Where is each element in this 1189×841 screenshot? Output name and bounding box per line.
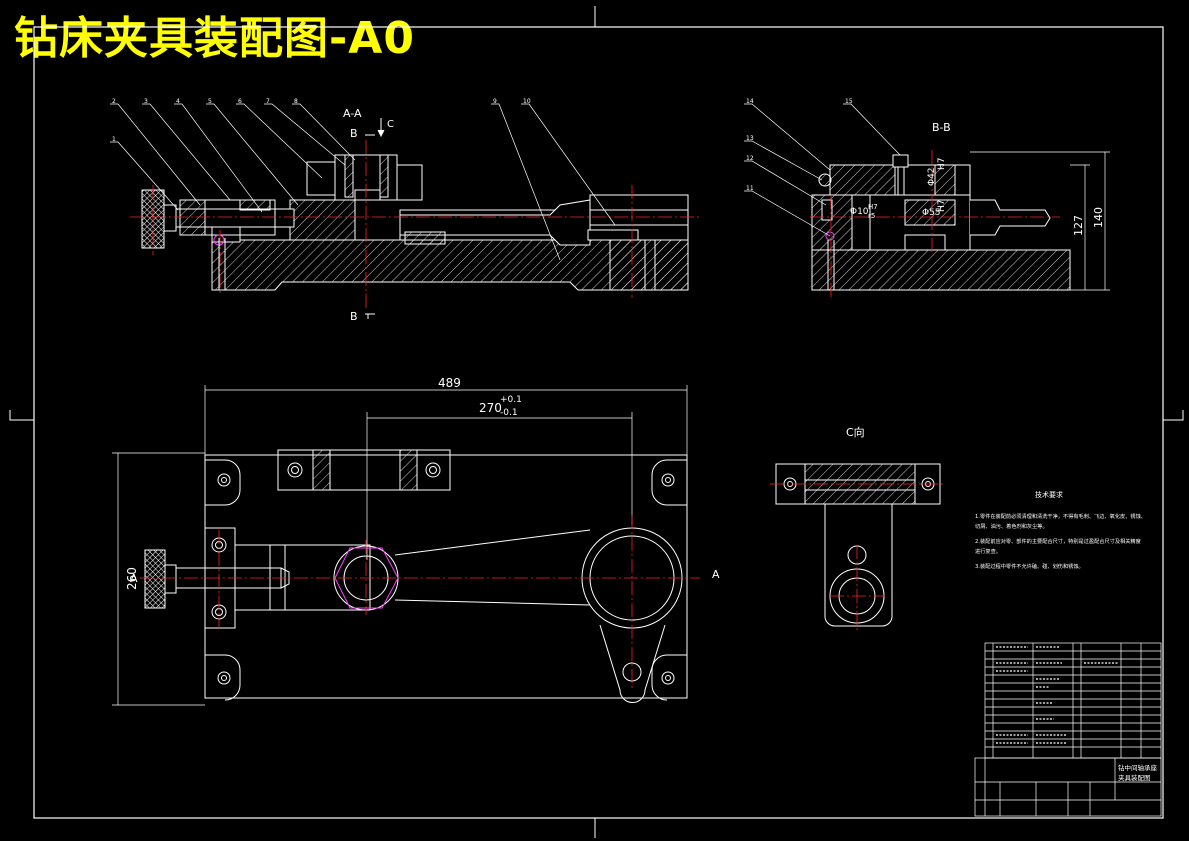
dim-270-lower: -0.1 bbox=[500, 408, 518, 418]
fit-d42-h7: H7 bbox=[937, 158, 947, 171]
cut-a-left-label: A bbox=[130, 572, 138, 585]
balloon-9: 9 bbox=[493, 98, 497, 105]
dim-270-upper: +0.1 bbox=[500, 395, 522, 405]
fit-d55-h7: H7 bbox=[937, 200, 947, 213]
knurled-knob-plan bbox=[144, 549, 166, 609]
balloon-8: 8 bbox=[294, 98, 298, 105]
balloon-12: 12 bbox=[746, 155, 754, 162]
fit-d10-h7: H7 bbox=[868, 203, 878, 211]
cut-a-right-label: A bbox=[712, 568, 720, 581]
notes-heading: 技术要求 bbox=[1035, 490, 1063, 499]
title-block-name-1: 钻中间轴承座 bbox=[1118, 763, 1158, 772]
dim-489: 489 bbox=[438, 376, 461, 390]
dim-140: 140 bbox=[1092, 207, 1105, 228]
cut-c-label: C bbox=[387, 119, 394, 130]
balloon-2: 2 bbox=[112, 98, 116, 105]
balloon-13: 13 bbox=[746, 135, 754, 142]
fit-d55: Φ55 bbox=[922, 208, 941, 218]
balloon-5: 5 bbox=[208, 98, 212, 105]
section-aa-view: A-A B C B bbox=[110, 98, 700, 323]
plan-view: 489 270 +0.1 -0.1 260 bbox=[112, 376, 720, 706]
view-c-label: C向 bbox=[846, 425, 865, 439]
dim-260: 260 bbox=[125, 567, 139, 590]
title-block-name-2: 夹具装配图 bbox=[1118, 773, 1151, 782]
parts-list-table bbox=[984, 642, 1162, 759]
notes-line-4: 进行复查。 bbox=[975, 547, 1001, 555]
parts-list-text-marks bbox=[996, 646, 1118, 744]
fit-d42: Φ42 bbox=[927, 167, 937, 186]
notes-line-2: 切屑、油污、着色剂和灰尘等。 bbox=[975, 522, 1048, 530]
balloon-15: 15 bbox=[845, 98, 853, 105]
view-c: C向 bbox=[770, 425, 945, 630]
cut-b-top-label: B bbox=[350, 127, 358, 140]
balloon-14: 14 bbox=[746, 98, 754, 105]
fit-d10-r5: r5 bbox=[868, 212, 875, 220]
dim-127: 127 bbox=[1072, 215, 1085, 236]
title-block bbox=[974, 757, 1162, 817]
notes-line-3: 2.装配前应对零、部件的主要配合尺寸，特别是过盈配合尺寸及相关精度 bbox=[975, 537, 1141, 545]
drawing-title: 钻床夹具装配图-A0 bbox=[14, 13, 415, 64]
cut-b-bottom-label: B bbox=[350, 310, 358, 323]
notes-line-5: 3.装配过程中零件不允许磕、碰、划伤和锈蚀。 bbox=[975, 562, 1084, 570]
sheet-frame bbox=[9, 6, 1184, 838]
balloon-11: 11 bbox=[746, 185, 754, 192]
knurled-knob-aa bbox=[141, 189, 295, 290]
notes-line-1: 1.零件在装配前必须清理和清洗干净，不得有毛刺、飞边、氧化皮、锈蚀、 bbox=[975, 512, 1146, 520]
section-aa-label: A-A bbox=[343, 107, 362, 120]
balloon-6: 6 bbox=[238, 98, 242, 105]
technical-notes: 技术要求 1.零件在装配前必须清理和清洗干净，不得有毛刺、飞边、氧化皮、锈蚀、 … bbox=[975, 490, 1146, 570]
section-bb-label: B-B bbox=[932, 121, 951, 134]
balloon-3: 3 bbox=[144, 98, 148, 105]
balloon-4: 4 bbox=[176, 98, 180, 105]
balloon-1: 1 bbox=[112, 136, 116, 143]
fit-d10: Φ10 bbox=[850, 207, 869, 217]
section-bb-view: B-B bbox=[744, 98, 1110, 298]
balloon-7: 7 bbox=[266, 98, 270, 105]
dim-270: 270 bbox=[479, 401, 502, 415]
balloon-10: 10 bbox=[523, 98, 531, 105]
